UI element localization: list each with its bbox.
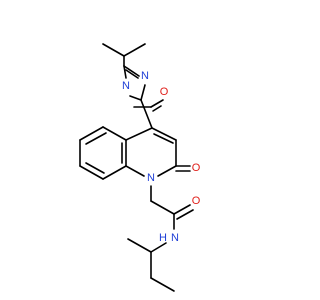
bond xyxy=(85,162,105,174)
atom-n-amide: N xyxy=(171,232,179,244)
molecule-svg: N O N N O O N H xyxy=(79,43,201,292)
bond xyxy=(150,242,167,253)
atom-o-oxadiazole: O xyxy=(160,86,169,98)
bond xyxy=(125,165,145,177)
bond-layer xyxy=(79,43,194,292)
bond xyxy=(123,65,140,77)
bond xyxy=(102,165,127,180)
bond xyxy=(129,95,142,101)
bond xyxy=(150,99,164,108)
bond xyxy=(102,43,125,57)
bond xyxy=(102,126,127,141)
atom-n-oxadiazole-top: N xyxy=(141,70,149,82)
atom-h-amide: H xyxy=(159,232,167,244)
bond xyxy=(123,43,146,57)
bond xyxy=(140,99,153,129)
bond xyxy=(153,133,174,144)
bond xyxy=(150,200,175,215)
bond xyxy=(176,209,194,220)
bond xyxy=(127,238,152,253)
bond xyxy=(173,204,191,215)
atom-o-ring-carbonyl: O xyxy=(192,162,201,174)
bond xyxy=(85,132,107,145)
bond xyxy=(79,165,104,180)
bond xyxy=(157,165,177,177)
molecule-diagram: N O N N O O N H xyxy=(79,43,201,292)
atom-labels: N O N N O O N H xyxy=(122,70,201,244)
bond xyxy=(123,65,127,79)
bond xyxy=(152,105,162,112)
bond xyxy=(79,126,104,141)
bond xyxy=(140,84,146,101)
atom-n-quinolinone: N xyxy=(147,172,155,184)
atom-o-amide: O xyxy=(192,195,201,207)
bond xyxy=(150,277,175,292)
bond xyxy=(151,127,177,141)
bond xyxy=(125,127,153,141)
bond xyxy=(125,69,139,79)
atom-n-oxadiazole-bottom: N xyxy=(122,80,130,92)
